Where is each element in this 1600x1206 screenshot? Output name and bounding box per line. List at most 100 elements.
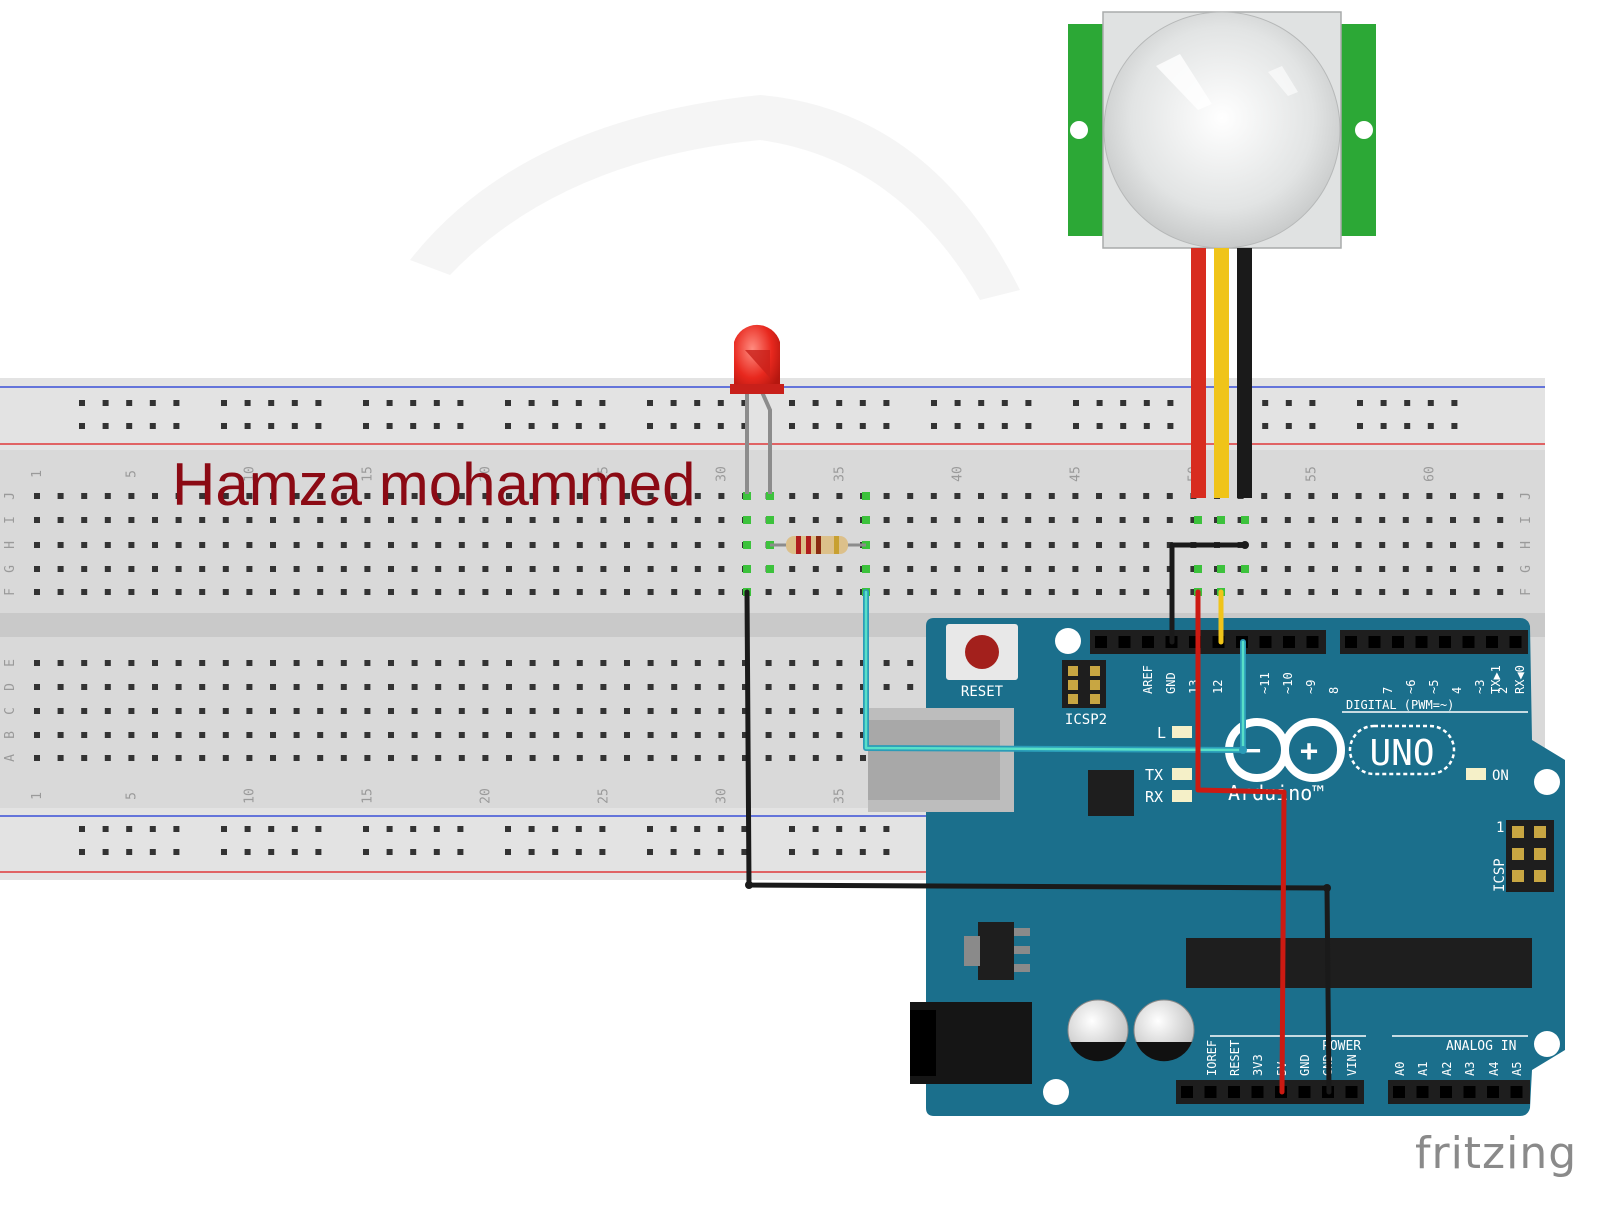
header-socket[interactable] — [1416, 1086, 1429, 1098]
breadboard-hole — [458, 660, 465, 666]
rail-hole — [978, 423, 985, 429]
breadboard-hole — [978, 566, 984, 572]
header-socket[interactable] — [1463, 1086, 1476, 1098]
usb-chip — [1088, 770, 1134, 816]
connected-hole — [743, 492, 751, 500]
header-socket[interactable] — [1228, 1086, 1240, 1098]
rail-hole — [315, 849, 322, 855]
header-socket[interactable] — [1439, 636, 1451, 648]
breadboard-hole — [458, 684, 465, 690]
header-pin — [1534, 848, 1546, 860]
breadboard-hole — [34, 755, 40, 761]
rail-hole — [859, 423, 866, 429]
breadboard-hole — [1308, 517, 1315, 523]
breadboard-hole — [718, 755, 725, 761]
breadboard-hole — [57, 589, 64, 595]
header-socket[interactable] — [1368, 636, 1381, 648]
header-socket[interactable] — [1392, 636, 1404, 648]
breadboard-hole — [411, 493, 418, 499]
reset-button-cap[interactable] — [965, 635, 999, 669]
rail-hole — [1120, 400, 1127, 406]
breadboard-hole — [647, 589, 654, 595]
header-socket[interactable] — [1462, 636, 1475, 648]
power-pin-label: 3V3 — [1251, 1054, 1265, 1076]
breadboard-hole — [199, 589, 206, 595]
breadboard-hole — [694, 708, 701, 714]
breadboard-hole — [293, 708, 300, 714]
rail-hole — [528, 400, 535, 406]
pir-mount-hole — [1070, 121, 1088, 139]
rail-hole — [1309, 423, 1316, 429]
header-socket[interactable] — [1283, 636, 1295, 648]
rail-hole — [315, 423, 322, 429]
header-socket[interactable] — [1393, 1086, 1405, 1098]
row-letter-label: H — [3, 541, 18, 549]
breadboard-hole — [34, 660, 40, 666]
header-socket[interactable] — [1298, 1086, 1311, 1098]
breadboard-hole — [317, 517, 324, 523]
rail-hole — [291, 400, 298, 406]
rail-hole — [575, 400, 582, 406]
l-led — [1172, 726, 1192, 738]
breadboard-hole — [1143, 542, 1150, 548]
header-socket[interactable] — [1440, 1086, 1452, 1098]
capacitor-band — [1136, 1042, 1192, 1062]
rail-hole — [221, 826, 227, 832]
header-socket[interactable] — [1345, 636, 1357, 648]
breadboard-hole — [836, 732, 843, 738]
header-socket[interactable] — [1486, 636, 1498, 648]
rail-hole — [1073, 400, 1079, 406]
header-pin — [1512, 870, 1524, 882]
header-socket[interactable] — [1204, 1086, 1217, 1098]
breadboard-hole — [270, 566, 276, 572]
breadboard-hole — [81, 542, 88, 548]
header-pin — [1512, 826, 1524, 838]
breadboard-hole — [1284, 542, 1291, 548]
breadboard-hole — [128, 660, 135, 666]
row-letter-label: D — [3, 683, 18, 691]
resistor-band — [834, 536, 839, 554]
row-letter-label: A — [3, 754, 18, 762]
rail-hole — [670, 423, 677, 429]
breadboard-hole — [34, 517, 40, 523]
breadboard-hole — [1119, 542, 1126, 548]
breadboard-hole — [1308, 493, 1315, 499]
rail-hole — [789, 849, 795, 855]
header-socket[interactable] — [1509, 636, 1522, 648]
breadboard-hole — [1048, 566, 1055, 572]
header-socket[interactable] — [1259, 636, 1272, 648]
header-socket[interactable] — [1415, 636, 1428, 648]
header-socket[interactable] — [1142, 636, 1154, 648]
breadboard-hole — [789, 566, 796, 572]
header-socket[interactable] — [1181, 1086, 1193, 1098]
header-socket[interactable] — [1251, 1086, 1264, 1098]
breadboard-hole — [199, 517, 206, 523]
connected-hole — [1217, 516, 1225, 524]
header-socket[interactable] — [1510, 1086, 1523, 1098]
breadboard-hole — [671, 732, 678, 738]
rail-hole — [149, 423, 156, 429]
header-socket[interactable] — [1306, 636, 1319, 648]
breadboard-hole — [411, 589, 418, 595]
header-socket[interactable] — [1118, 636, 1131, 648]
digital-pin-label: AREF — [1141, 665, 1155, 694]
breadboard-hole — [529, 684, 536, 690]
breadboard-hole — [246, 708, 253, 714]
tx-led — [1172, 768, 1192, 780]
rail-hole — [386, 826, 393, 832]
mounting-hole — [1534, 769, 1560, 795]
header-socket[interactable] — [1095, 636, 1107, 648]
breadboard-hole — [340, 755, 347, 761]
breadboard-hole — [718, 708, 725, 714]
breadboard-hole — [930, 542, 937, 548]
breadboard-hole — [1284, 566, 1291, 572]
breadboard-hole — [175, 493, 182, 499]
header-socket[interactable] — [1345, 1086, 1358, 1098]
breadboard-hole — [199, 542, 206, 548]
power-header-sockets — [1181, 1086, 1523, 1098]
header-socket[interactable] — [1487, 1086, 1499, 1098]
breadboard-hole — [506, 517, 512, 523]
breadboard-hole — [364, 660, 371, 666]
rail-hole — [410, 849, 417, 855]
breadboard-hole — [152, 732, 158, 738]
